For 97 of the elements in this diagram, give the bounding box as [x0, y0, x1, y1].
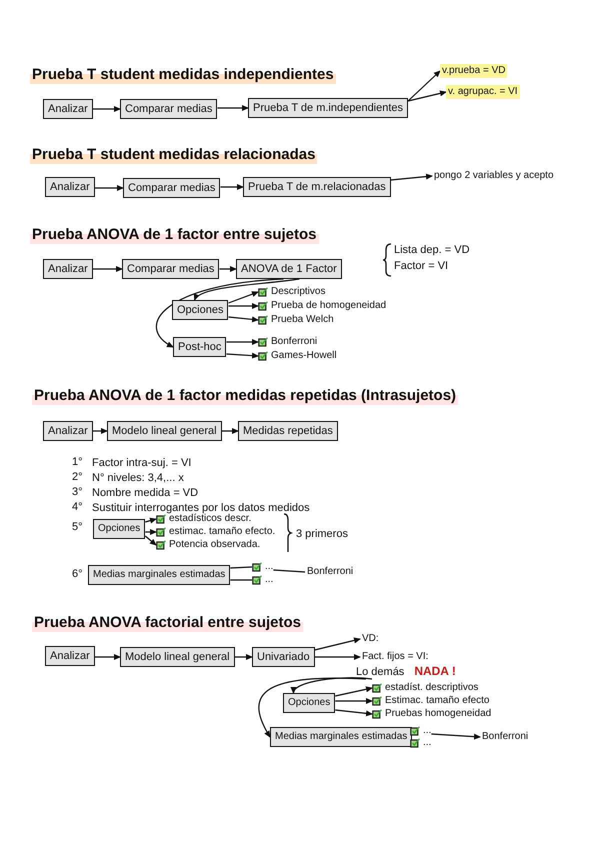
note-text: Lista dep. = VD: [394, 243, 470, 257]
option-text: estadíst. descriptivos: [385, 682, 478, 694]
note-text: 2°: [72, 470, 83, 484]
arrow: [94, 654, 121, 660]
arrow: [226, 352, 259, 359]
note-text: v. agrupac. = VI: [446, 85, 520, 99]
arrow: [220, 184, 244, 190]
note-text: Sustituir interrogantes por los datos medidos: [92, 501, 310, 514]
menu-step-box: Medidas repetidas: [238, 421, 338, 441]
note-text: Nombre medida = VD: [92, 486, 198, 500]
note-text: pongo 2 variables y acepto: [432, 169, 556, 183]
note-text: VD:: [360, 632, 381, 646]
option-text: estimac. tamaño efecto.: [169, 526, 276, 538]
menu-step-box: Comparar medias: [120, 99, 218, 119]
arrow: [156, 278, 284, 348]
note-text: Factor = VI: [394, 259, 448, 273]
note-text: Lo demás: [356, 666, 404, 678]
arrow: [335, 686, 373, 697]
arrow: [219, 266, 237, 272]
menu-step-box: Medias marginales estimadas: [270, 727, 412, 747]
menu-step-box: Comparar medias: [122, 259, 220, 279]
option-text: Prueba de homogeneidad: [271, 300, 386, 312]
menu-step-box: Analizar: [43, 259, 93, 279]
connector-line: [273, 569, 306, 573]
note-text: Bonferroni: [480, 730, 530, 744]
arrow: [194, 278, 300, 301]
option-text: ...: [423, 725, 432, 737]
arrow: [258, 678, 366, 738]
section-heading: Prueba ANOVA de 1 factor entre sujetos: [30, 226, 319, 244]
menu-step-box: Opciones: [93, 519, 146, 539]
menu-step-box: Opciones: [172, 300, 228, 320]
menu-step-box: ANOVA de 1 Factor: [236, 259, 342, 279]
arrow: [431, 733, 481, 740]
note-text: 1°: [72, 455, 83, 469]
menu-step-box: Analizar: [45, 177, 95, 197]
arrow: [335, 698, 373, 704]
arrow: [408, 90, 447, 102]
arrow: [94, 185, 124, 191]
arrow: [228, 303, 259, 309]
arrow: [292, 677, 372, 694]
menu-step-box: Analizar: [43, 99, 93, 119]
note-text: v.prueba = VD: [440, 64, 508, 78]
emphasis-text: NADA !: [414, 664, 456, 678]
connector-line: [230, 579, 252, 581]
note-text: 4°: [72, 500, 83, 514]
arrow: [234, 654, 253, 660]
arrow: [314, 638, 361, 651]
arrow: [92, 266, 123, 272]
note-text: Fact. fijos = VI:: [360, 650, 430, 664]
menu-step-box: Medias marginales estimadas: [88, 565, 230, 585]
option-text: Games-Howell: [271, 350, 337, 362]
option-text: ...: [423, 737, 432, 749]
option-text: estadísticos descr.: [169, 513, 252, 525]
arrow: [390, 174, 433, 181]
note-text: 5°: [72, 520, 83, 534]
arrow: [92, 106, 121, 112]
option-text: ...: [265, 561, 274, 573]
arrow: [314, 654, 361, 660]
option-text: Descriptivos: [271, 286, 326, 298]
arrow: [145, 529, 157, 535]
option-text: Prueba Welch: [271, 314, 334, 326]
menu-step-box: Comparar medias: [123, 178, 220, 198]
menu-step-box: Univariado: [252, 647, 315, 667]
menu-step-box: Analizar: [43, 421, 93, 441]
option-text: ...: [265, 574, 274, 586]
menu-step-box: Modelo lineal general: [107, 421, 222, 441]
section-heading: Prueba ANOVA factorial entre sujetos: [32, 614, 304, 632]
menu-step-box: Prueba T de m.relacionadas: [243, 177, 391, 197]
note-text: N° niveles: 3,4,... x: [92, 471, 184, 485]
arrow: [222, 428, 239, 434]
arrow: [217, 105, 249, 111]
option-text: Pruebas homogeneidad: [385, 708, 492, 720]
menu-step-box: Opciones: [283, 693, 336, 713]
arrow: [228, 316, 259, 322]
option-text: Bonferroni: [271, 336, 318, 348]
arrow: [228, 291, 259, 304]
menu-step-box: Modelo lineal general: [120, 647, 235, 667]
note-text: 6°: [72, 567, 83, 581]
menu-step-box: Post-hoc: [173, 337, 226, 357]
section-heading: Prueba ANOVA de 1 factor medidas repetidas (Intrasujetos): [32, 387, 458, 405]
arrow: [144, 536, 157, 546]
arrow: [226, 339, 259, 345]
menu-step-box: Prueba T de m.independientes: [248, 98, 408, 118]
connector-line: [230, 566, 252, 569]
note-text: Bonferroni: [305, 565, 356, 579]
note-text: 3 primeros: [296, 527, 348, 541]
arrow: [408, 70, 441, 102]
note-text: 3°: [72, 485, 83, 499]
arrow: [92, 428, 108, 434]
option-text: Estimac. tamaño efecto: [385, 695, 490, 707]
section-heading: Prueba T student medidas independientes: [30, 66, 336, 84]
menu-step-box: Analizar: [45, 646, 95, 666]
arrow: [145, 518, 157, 524]
section-heading: Prueba T student medidas relacionadas: [30, 146, 318, 164]
arrow: [335, 709, 373, 716]
option-text: Potencia observada.: [169, 539, 260, 551]
note-text: Factor intra-suj. = VI: [92, 456, 192, 470]
